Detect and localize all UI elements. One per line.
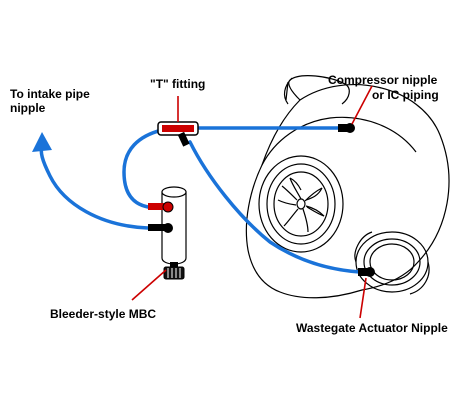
intake-arrow-icon (32, 132, 52, 152)
mbc-knob-grip-icon (167, 268, 181, 278)
hose-mbc-to-intake (39, 144, 150, 230)
t-fitting-branch (177, 131, 190, 147)
label-wastegate: Wastegate Actuator Nipple (296, 321, 448, 335)
label-compressor-line1: Compressor nipple (328, 73, 438, 87)
compressor-outlet-snout (288, 75, 350, 105)
t-fitting (157, 121, 199, 147)
compressor-outlet-flange (283, 77, 293, 105)
wastegate-nipple (358, 267, 375, 277)
pointer-bleeder (131, 269, 167, 301)
compressor-housing (245, 84, 450, 299)
label-intake-line1: To intake pipe (10, 87, 90, 101)
mbc-adjust-knob[interactable] (163, 266, 185, 280)
mbc-inlet-port (162, 201, 174, 213)
turbocharger (245, 75, 450, 299)
t-fitting-bore (162, 125, 194, 132)
pointer-compressor (351, 85, 373, 125)
wastegate-actuator (354, 231, 430, 295)
hose-t-to-wastegate (188, 140, 362, 274)
mbc-top (161, 186, 187, 198)
label-intake-line2: nipple (10, 101, 46, 115)
vacuum-hoses (39, 126, 362, 274)
mbc-outlet-port (163, 223, 173, 233)
mbc-outlet-nipple (148, 224, 166, 231)
compressor-inlet-inner (273, 171, 329, 237)
compressor-inlet-outer (258, 155, 344, 253)
compressor-inlet-ring (266, 163, 336, 245)
label-t-fitting: "T" fitting (150, 77, 205, 91)
hose-t-to-mbc (122, 128, 164, 209)
label-bleeder: Bleeder-style MBC (50, 307, 156, 321)
compressor-scroll-ridge (261, 116, 417, 166)
pointer-wastegate (359, 277, 367, 319)
mbc-inlet-nipple (148, 203, 166, 210)
bleeder-mbc (148, 186, 187, 280)
compressor-nipple (338, 123, 355, 133)
pointer-lines (131, 85, 373, 319)
mbc-knob-neck (170, 262, 178, 268)
compressor-wheel-icon (277, 177, 325, 233)
label-compressor-line2: or IC piping (372, 88, 439, 102)
